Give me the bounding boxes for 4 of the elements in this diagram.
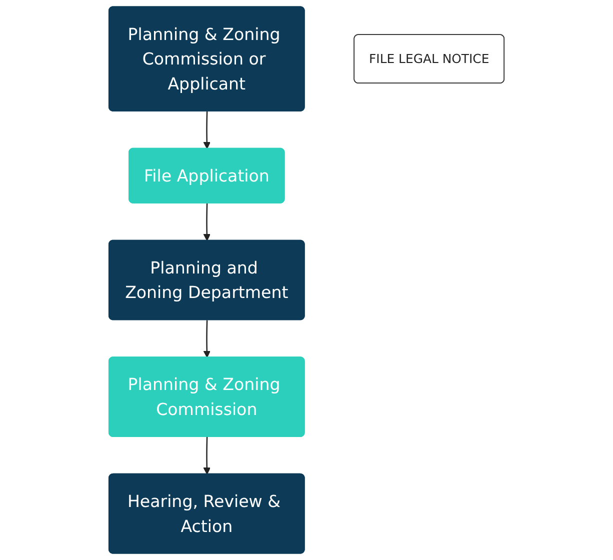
arrow bbox=[203, 203, 211, 241]
arrow bbox=[203, 320, 211, 358]
arrow bbox=[203, 111, 211, 150]
arrow bbox=[203, 436, 211, 475]
